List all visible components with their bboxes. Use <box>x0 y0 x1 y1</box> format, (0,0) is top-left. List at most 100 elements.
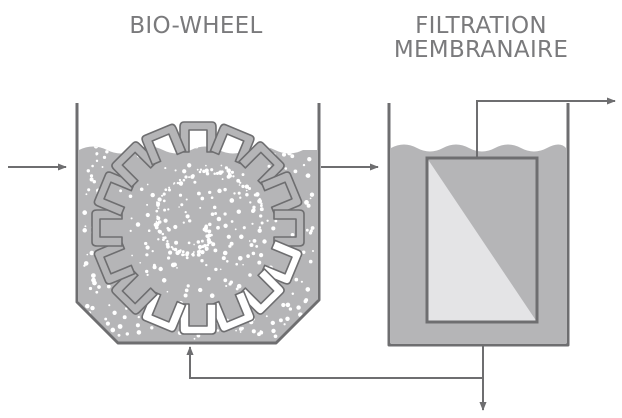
air-bubble <box>163 208 167 212</box>
air-bubble <box>223 212 227 216</box>
air-bubble <box>86 321 91 326</box>
air-bubble <box>239 196 242 199</box>
air-bubble <box>161 194 164 197</box>
air-bubble <box>185 198 188 201</box>
air-bubble <box>300 280 303 283</box>
air-bubble <box>294 147 300 153</box>
air-bubble <box>101 166 104 168</box>
air-bubble <box>200 250 205 255</box>
air-bubble <box>91 277 96 283</box>
bio-wheel-rotor <box>91 121 305 335</box>
air-bubble <box>129 229 132 233</box>
air-bubble <box>226 234 231 239</box>
air-bubble <box>184 288 189 293</box>
air-bubble <box>173 224 178 230</box>
air-bubble <box>198 170 202 174</box>
air-bubble <box>183 293 188 298</box>
air-bubble <box>156 215 159 218</box>
air-bubble <box>93 146 99 149</box>
air-bubble <box>226 260 229 263</box>
air-bubble <box>89 174 94 178</box>
air-bubble <box>191 252 195 256</box>
air-bubble <box>173 182 176 184</box>
bio-wheel-cup <box>141 290 187 333</box>
air-bubble <box>157 220 162 224</box>
air-bubble <box>241 173 245 177</box>
air-bubble <box>293 147 299 153</box>
air-bubble <box>262 239 267 244</box>
air-bubble <box>294 277 299 282</box>
air-bubble <box>166 290 169 293</box>
air-bubble <box>236 178 241 183</box>
air-bubble <box>90 327 93 330</box>
air-bubble <box>208 190 212 195</box>
bio-wheel-cup <box>141 123 187 166</box>
air-bubble <box>242 226 246 230</box>
air-bubble <box>199 168 203 171</box>
bio-wheel-cup <box>238 141 285 188</box>
air-bubble <box>302 333 306 337</box>
air-bubble <box>196 240 201 244</box>
air-bubble <box>146 183 149 186</box>
air-bubble <box>176 267 178 269</box>
bio-wheel-cup <box>91 209 123 247</box>
air-bubble <box>168 250 173 255</box>
air-bubble <box>157 207 160 210</box>
air-bubble <box>251 329 256 334</box>
bio-wheel-cup <box>209 123 255 166</box>
air-bubble <box>187 241 191 245</box>
air-bubble <box>155 209 159 213</box>
air-bubble <box>191 174 195 178</box>
air-bubble <box>150 326 154 330</box>
air-bubble <box>258 226 262 229</box>
air-bubble <box>193 180 197 184</box>
air-bubble <box>288 307 293 311</box>
air-bubble <box>308 259 313 264</box>
air-bubble <box>304 298 309 302</box>
bio-wheel-cup <box>238 268 285 315</box>
air-bubble <box>180 203 184 207</box>
air-bubble <box>308 337 313 341</box>
air-bubble <box>184 210 187 214</box>
air-bubble <box>289 152 292 155</box>
air-bubble <box>97 285 101 289</box>
air-bubble <box>214 268 217 271</box>
air-bubble <box>112 310 117 315</box>
pipes <box>8 97 616 411</box>
air-bubble <box>187 163 192 168</box>
bio-wheel-cup <box>179 121 217 153</box>
air-bubble <box>216 225 220 230</box>
air-bubble <box>196 168 199 171</box>
bio-wheel-cup <box>260 171 303 217</box>
air-bubble <box>89 177 94 182</box>
air-bubble <box>278 318 283 323</box>
air-bubble <box>145 253 149 257</box>
air-bubble <box>267 164 271 168</box>
air-bubble <box>188 219 192 223</box>
air-bubble <box>283 323 286 326</box>
air-bubble <box>257 198 262 204</box>
air-bubble <box>110 327 116 333</box>
air-bubble <box>287 150 292 156</box>
air-bubble <box>221 256 226 261</box>
air-bubble <box>91 164 94 168</box>
air-bubble <box>161 238 165 242</box>
air-bubble <box>290 154 295 159</box>
air-bubble <box>82 323 86 326</box>
air-bubble <box>308 231 313 235</box>
air-bubble <box>146 273 149 276</box>
air-bubble <box>88 286 93 291</box>
air-bubble <box>226 168 231 173</box>
air-bubble <box>265 315 268 318</box>
air-bubble <box>259 214 263 218</box>
air-bubble <box>221 178 224 181</box>
air-bubble <box>301 250 306 255</box>
air-bubble <box>152 265 157 270</box>
air-bubble <box>174 169 177 172</box>
air-bubble <box>155 220 158 223</box>
air-bubble <box>248 273 252 277</box>
air-bubble <box>305 174 309 178</box>
air-bubble <box>86 253 89 256</box>
air-bubble <box>241 184 245 189</box>
